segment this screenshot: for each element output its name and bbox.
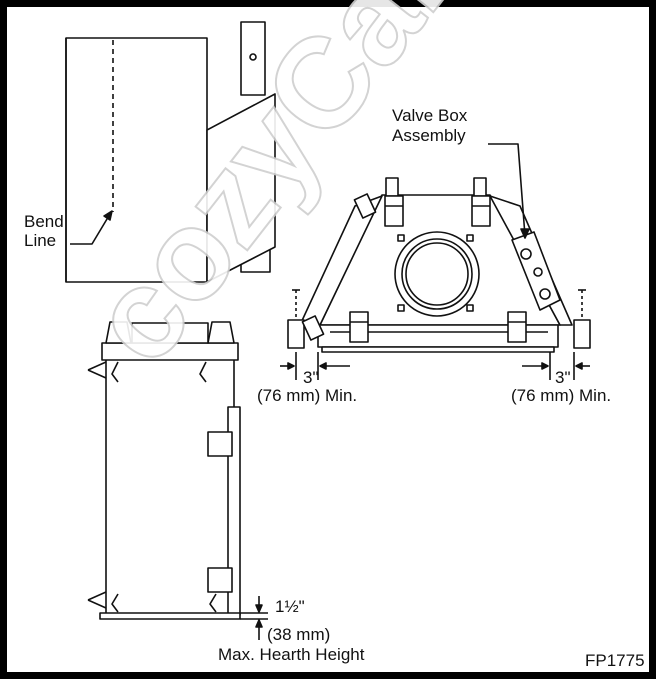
left-clearance-label: 3" — [303, 368, 319, 387]
bent-panel-illustration — [65, 21, 276, 283]
panel-folded-face — [206, 93, 276, 283]
left-clearance-metric-label: (76 mm) Min. — [257, 386, 358, 405]
figure-id: FP1775 — [585, 651, 645, 670]
hearth-height-caption: Max. Hearth Height — [218, 645, 365, 664]
right-clearance-metric-label: (76 mm) Min. — [511, 386, 612, 405]
bend-line-label-2: Line — [24, 231, 57, 250]
hearth-height-label: 1½" — [275, 597, 305, 616]
firebox-side-view — [87, 321, 268, 640]
valve-box-label-2: Assembly — [392, 126, 466, 145]
bend-line-label-1: Bend — [24, 212, 64, 231]
right-clearance-label: 3" — [555, 368, 571, 387]
firebox-top-view — [280, 143, 591, 380]
valve-box-label-1: Valve Box — [392, 106, 468, 125]
hearth-height-metric-label: (38 mm) — [267, 625, 331, 644]
